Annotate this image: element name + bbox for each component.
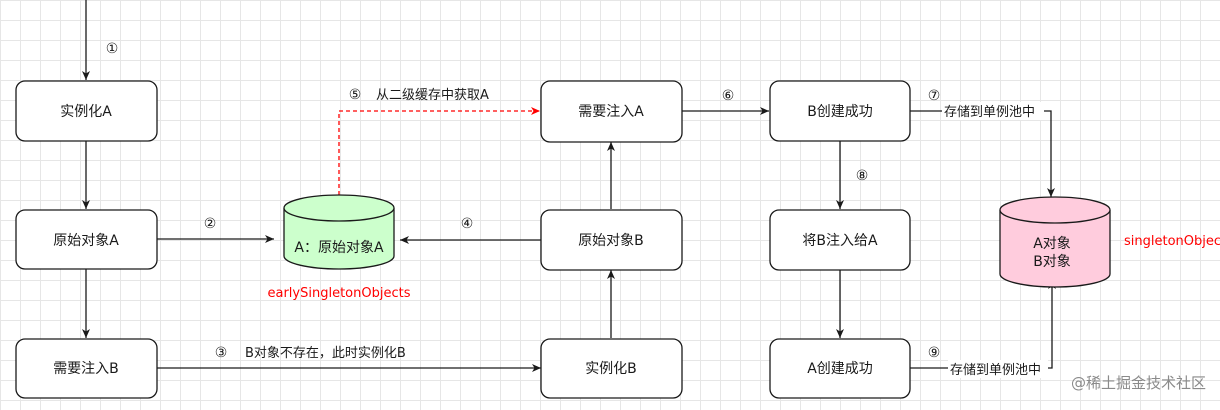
node-instantiate-b: 实例化B [540, 338, 683, 399]
step-7-text-bg [942, 102, 1044, 120]
cache-singleton-line2: B对象 [1033, 254, 1071, 270]
step-5-text: 从二级缓存中获取A [376, 88, 489, 103]
node-inject-b-to-a: 将B注入给A [769, 209, 911, 271]
step-9-number: ⑨ [928, 345, 941, 361]
step-3-number: ③ [215, 345, 228, 361]
node-need-inject-a-label: 需要注入A [578, 104, 644, 120]
step-5-number: ⑤ [349, 87, 362, 103]
cache-singleton: A对象 B对象 [999, 196, 1111, 288]
node-a-created: A创建成功 [769, 338, 911, 399]
step-9-text-bg [948, 360, 1048, 378]
cache-early-label: earlySingletonObjects [268, 286, 411, 301]
cache-early-content: A：原始对象A [294, 240, 384, 256]
step-7-number: ⑦ [928, 88, 941, 104]
node-need-inject-a: 需要注入A [540, 80, 683, 143]
step-6-number: ⑥ [722, 88, 735, 104]
step-3-text: B对象不存在，此时实例化B [245, 346, 406, 361]
step-7-text: 存储到单例池中 [944, 105, 1035, 120]
edge-early-to-need-a [338, 107, 540, 195]
node-raw-b-label: 原始对象B [578, 233, 644, 249]
node-instantiate-b-label: 实例化B [585, 361, 637, 377]
node-raw-a: 原始对象A [15, 209, 158, 270]
cache-singleton-label: singletonObjects [1124, 234, 1220, 249]
node-a-created-label: A创建成功 [807, 361, 873, 377]
node-instantiate-a-label: 实例化A [60, 104, 112, 120]
cache-early-singleton: A：原始对象A [283, 194, 395, 270]
node-need-inject-b-label: 需要注入B [53, 361, 119, 377]
node-b-created: B创建成功 [769, 80, 911, 142]
cache-singleton-line1: A对象 [1033, 236, 1071, 252]
step-2-number: ② [204, 216, 217, 232]
step-8-number: ⑧ [856, 168, 869, 184]
node-b-created-label: B创建成功 [807, 104, 873, 120]
node-instantiate-a: 实例化A [15, 80, 158, 142]
step-9-text: 存储到单例池中 [950, 363, 1041, 378]
watermark-text: @稀土掘金技术社区 [1071, 374, 1206, 392]
node-need-inject-b: 需要注入B [15, 338, 158, 399]
node-raw-b: 原始对象B [540, 209, 683, 271]
edge-b-created-to-singleton [910, 110, 1055, 197]
node-inject-b-to-a-label: 将B注入给A [802, 233, 878, 249]
node-raw-a-label: 原始对象A [53, 233, 119, 249]
step-1-number: ① [106, 41, 119, 57]
step-4-number: ④ [461, 216, 474, 232]
